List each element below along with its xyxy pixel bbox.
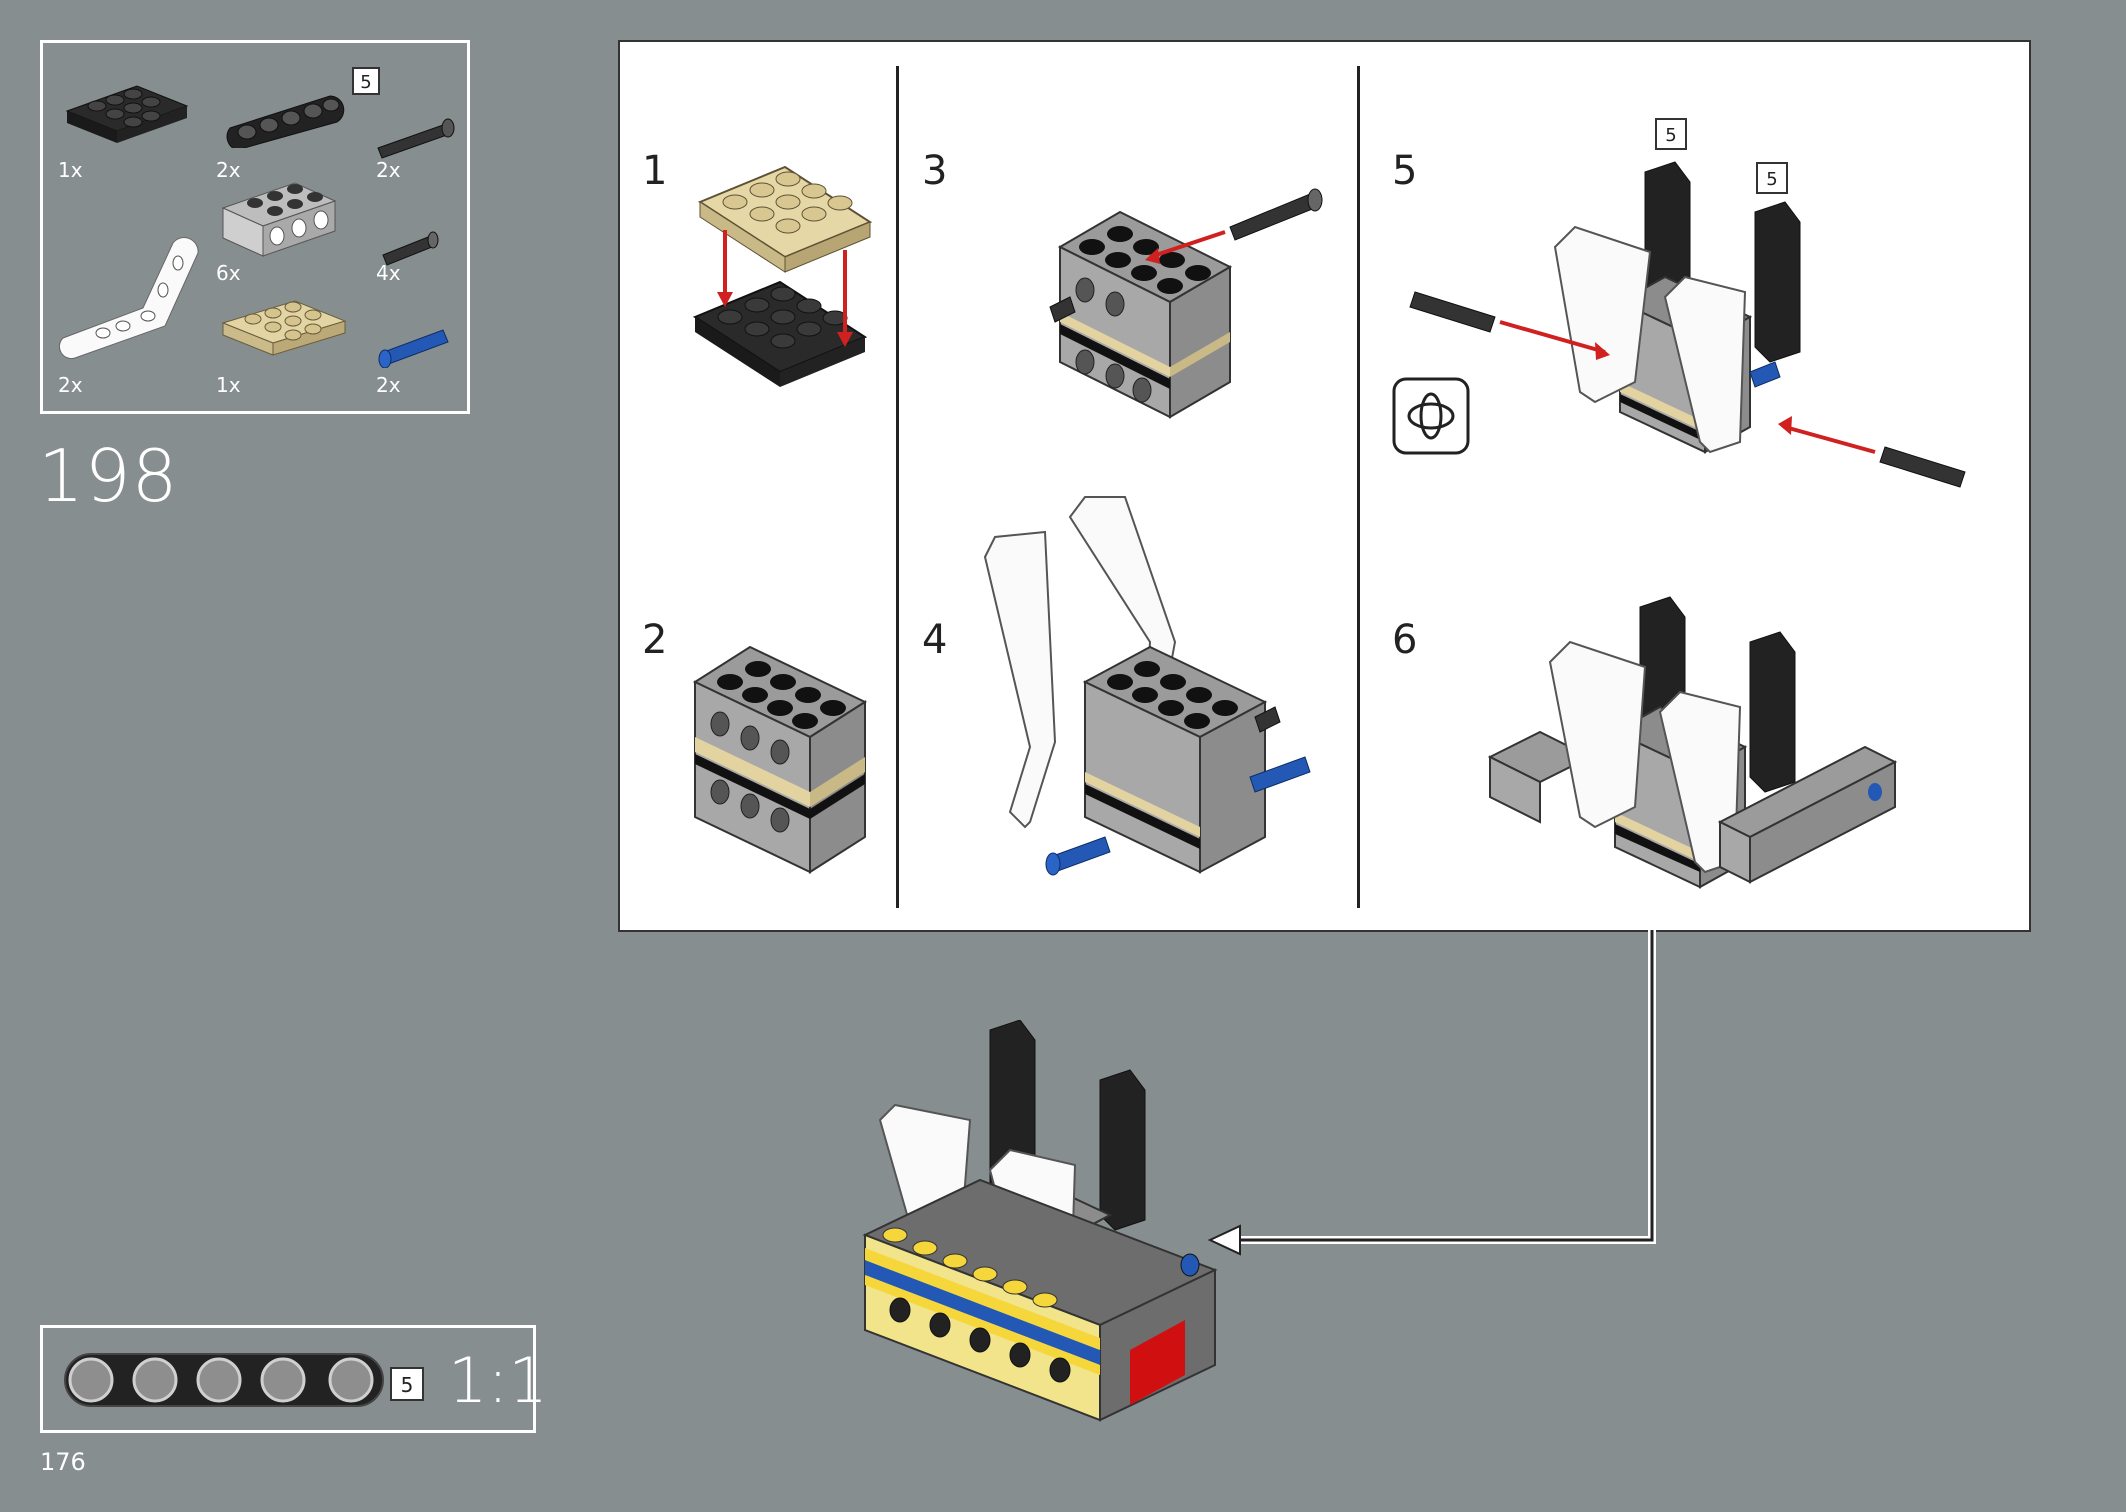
substep-6-illustration <box>1487 596 1898 889</box>
qty-blue-pin: 2x <box>376 373 401 397</box>
white-angled-beam-icon <box>58 237 199 360</box>
beam-length-badge-5a: 5 <box>1655 118 1687 150</box>
qty-tan-plate: 1x <box>216 373 241 397</box>
black-plate-icon <box>65 85 189 143</box>
gray-brick-icon <box>221 182 337 257</box>
qty-axle-pin: 4x <box>376 261 401 285</box>
page-number: 176 <box>40 1448 86 1476</box>
qty-black-beam: 2x <box>216 158 241 182</box>
scale-label: 1:1 <box>448 1344 548 1417</box>
arrow-icon <box>1149 230 1226 259</box>
substep-1-illustration <box>692 165 873 387</box>
axle-pin-icon <box>382 231 439 266</box>
beam-length-badge: 5 <box>352 67 380 95</box>
substep-3-illustration <box>1049 188 1323 419</box>
blue-pin-icon <box>378 329 449 368</box>
scale-ruler: 5 1:1 <box>40 1325 548 1433</box>
qty-white-angled-beam: 2x <box>58 373 83 397</box>
arrow-icon <box>1207 1224 1241 1256</box>
substep-number-2: 2 <box>642 617 668 663</box>
final-assembly-illustration <box>862 1020 1218 1422</box>
parts-list: 1x 2x 5 2x 6x 4x 2x 1x <box>40 40 470 414</box>
qty-black-plate: 1x <box>58 158 83 182</box>
substeps-panel: 1 2 3 4 5 6 <box>618 40 2031 932</box>
substep-number-1: 1 <box>642 148 668 194</box>
black-beam-icon <box>226 95 345 148</box>
qty-axle: 2x <box>376 158 401 182</box>
ruler-length-badge: 5 <box>390 1367 424 1401</box>
substep-4-illustration <box>983 496 1311 876</box>
substep-2-illustration <box>692 645 868 874</box>
beam-length-badge-5b: 5 <box>1756 162 1788 194</box>
tan-plate-icon <box>221 300 347 356</box>
substep-number-5: 5 <box>1392 148 1418 194</box>
rotate-model-icon <box>1392 377 1470 455</box>
panel-divider-2 <box>1357 66 1360 908</box>
substep-number-3: 3 <box>922 148 948 194</box>
panel-divider-1 <box>896 66 899 908</box>
callout-connector <box>1207 930 1656 1256</box>
beam-scale-icon <box>64 1353 384 1407</box>
substep-number-6: 6 <box>1392 617 1418 663</box>
axle-icon <box>377 118 455 159</box>
qty-gray-brick: 6x <box>216 261 241 285</box>
step-number: 198 <box>38 434 179 518</box>
substep-number-4: 4 <box>922 617 948 663</box>
substep-5-illustration <box>1409 161 1966 488</box>
